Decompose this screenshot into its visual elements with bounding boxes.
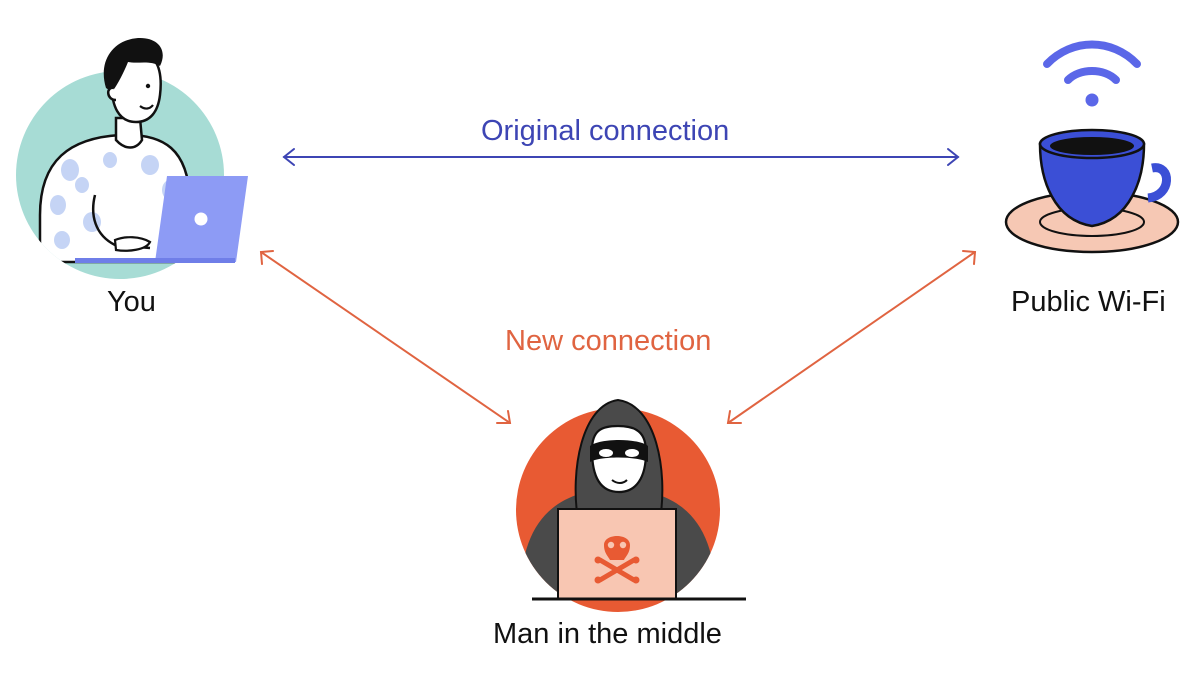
new-connection-arrow-right: [728, 251, 975, 423]
you-label: You: [107, 288, 156, 317]
man-in-the-middle-label: Man in the middle: [493, 620, 722, 649]
original-connection-label: Original connection: [481, 117, 729, 146]
person-at-laptop-icon: [16, 38, 248, 279]
new-connection-arrow-left: [261, 251, 510, 423]
new-connection-label: New connection: [505, 327, 711, 356]
public-wifi-label: Public Wi-Fi: [1011, 288, 1166, 317]
wifi-signal-icon: [1047, 45, 1137, 107]
original-connection-arrow: [284, 149, 958, 165]
coffee-cup-icon: [1006, 130, 1178, 252]
